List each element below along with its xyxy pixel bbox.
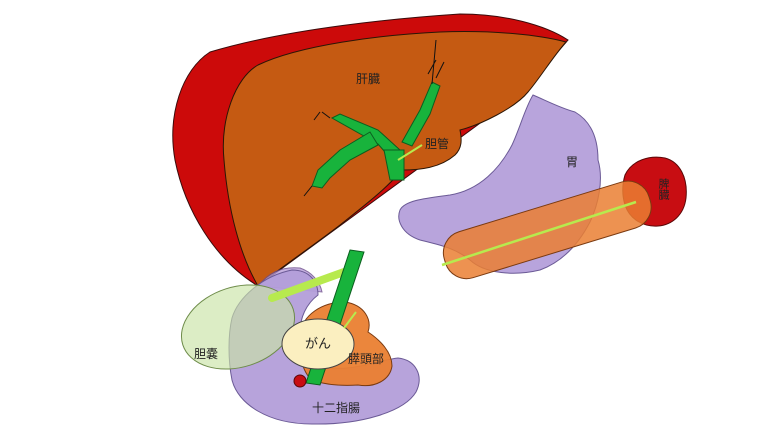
hepatic-duct-trunk [383, 149, 405, 181]
pancreatic-duct-line [441, 200, 637, 267]
gallbladder-shape [180, 284, 296, 370]
bile-duct-label: 胆管 [425, 137, 450, 151]
hepatic-duct-left-branch [311, 131, 379, 189]
bile-duct-pointer-line [397, 144, 423, 161]
pancreas-pointer-line [343, 311, 357, 329]
liver-vessel-lines [303, 39, 445, 197]
gallbladder-label: 胆嚢 [194, 347, 219, 361]
cystic-duct [268, 268, 348, 302]
cancer-label: がん [305, 337, 332, 352]
stomach-label: 胃 [566, 155, 579, 169]
hepatic-duct-upper-branch [401, 81, 441, 147]
spleen-label: 脾臓 [657, 178, 670, 200]
cancer-shape [281, 318, 355, 370]
pancreas-head-label: 膵頭部 [348, 352, 385, 366]
ampulla-dot [293, 374, 307, 388]
liver-label: 肝臓 [356, 72, 381, 86]
duodenum-label: 十二指腸 [312, 401, 361, 415]
